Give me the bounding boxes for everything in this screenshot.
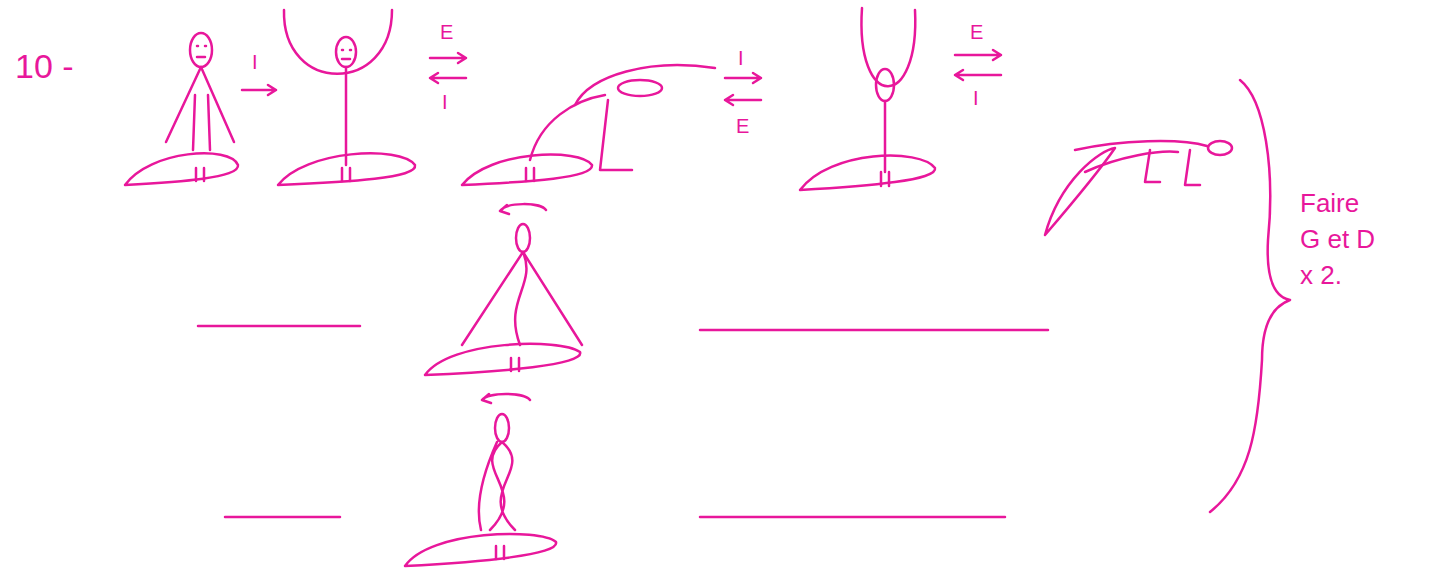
arms <box>861 8 915 86</box>
arm <box>600 100 632 170</box>
legs <box>1145 150 1200 185</box>
step-label: E <box>970 18 983 46</box>
head <box>336 37 356 67</box>
seat <box>462 155 592 185</box>
feet <box>196 168 204 181</box>
face <box>197 46 206 57</box>
body <box>166 67 234 150</box>
seat <box>405 534 556 566</box>
head <box>1208 141 1232 155</box>
rotation-arrow <box>482 394 530 403</box>
seat <box>278 153 415 185</box>
body <box>462 252 582 345</box>
feet <box>526 168 534 181</box>
step-label: E <box>736 112 749 140</box>
label-anchor: E <box>736 112 749 140</box>
label-anchor: I <box>442 88 448 116</box>
step-label: E <box>440 18 453 46</box>
step-label: I <box>442 88 448 116</box>
label-anchor: I <box>252 48 258 76</box>
arrow <box>430 53 466 63</box>
step-label: 10 - <box>15 42 74 90</box>
seat <box>125 153 238 185</box>
arm <box>575 65 715 105</box>
feet <box>342 168 350 181</box>
label-anchor: I <box>973 84 979 112</box>
body <box>345 67 348 165</box>
body <box>479 442 515 530</box>
seat <box>1045 148 1115 235</box>
arrow <box>430 73 466 83</box>
arms <box>284 10 392 74</box>
brace <box>1210 80 1290 512</box>
arrow <box>725 73 761 83</box>
step-label: I <box>252 48 258 76</box>
arm <box>1085 152 1178 172</box>
seat <box>425 344 580 375</box>
step-label: I <box>738 44 744 72</box>
feet <box>511 358 519 371</box>
label-anchor: 10 - <box>15 42 74 90</box>
arrow <box>955 50 1001 60</box>
feet <box>496 546 504 559</box>
body <box>530 95 605 160</box>
dash <box>198 326 1048 330</box>
body <box>884 101 887 172</box>
head <box>190 33 212 67</box>
arrow <box>242 85 276 95</box>
arrow <box>725 95 761 105</box>
label-anchor: E <box>970 18 983 46</box>
body <box>1075 141 1207 150</box>
dash <box>225 516 1005 519</box>
label-anchor: Faire G et D x 2. <box>1300 185 1380 293</box>
spine <box>515 252 526 345</box>
rotation-arrow <box>500 204 546 214</box>
step-label: I <box>973 84 979 112</box>
head <box>618 80 662 96</box>
label-anchor: E <box>440 18 453 46</box>
head <box>516 224 530 252</box>
face <box>342 50 351 59</box>
head <box>495 414 509 442</box>
seat <box>800 156 935 190</box>
feet <box>881 172 889 186</box>
label-anchor: I <box>738 44 744 72</box>
note-text: Faire G et D x 2. <box>1300 185 1380 293</box>
arrow <box>955 70 1001 80</box>
